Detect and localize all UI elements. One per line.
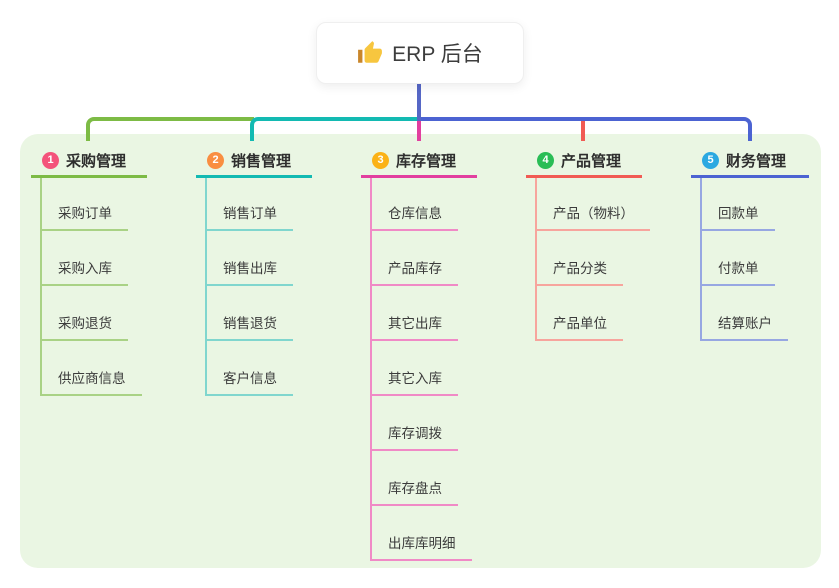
connector-branch-3 xyxy=(417,120,421,141)
branch-number-badge: 2 xyxy=(207,152,224,169)
child-rail xyxy=(40,178,42,395)
connector-root xyxy=(417,83,421,121)
child-rail xyxy=(370,178,372,560)
branch-node-inventory[interactable]: 3 库存管理 xyxy=(361,146,477,178)
branch-label: 产品管理 xyxy=(561,153,622,170)
child-node[interactable]: 产品单位 xyxy=(535,314,623,341)
child-node[interactable]: 其它出库 xyxy=(370,314,458,341)
child-node[interactable]: 采购入库 xyxy=(40,259,128,286)
child-node[interactable]: 库存盘点 xyxy=(370,479,458,506)
child-node[interactable]: 仓库信息 xyxy=(370,204,458,231)
mindmap-panel xyxy=(20,134,821,568)
branch-label: 财务管理 xyxy=(726,153,787,170)
root-node[interactable]: ERP 后台 xyxy=(316,22,524,84)
connector-branch-5 xyxy=(417,117,752,141)
connector-branch-1 xyxy=(86,117,254,141)
child-node[interactable]: 采购订单 xyxy=(40,204,128,231)
child-node[interactable]: 销售退货 xyxy=(205,314,293,341)
child-node[interactable]: 产品（物料） xyxy=(535,204,650,231)
connector-branch-2 xyxy=(250,117,419,141)
child-rail xyxy=(535,178,537,340)
child-rail xyxy=(205,178,207,395)
child-node[interactable]: 产品库存 xyxy=(370,259,458,286)
child-node[interactable]: 付款单 xyxy=(700,259,775,286)
branch-number-badge: 4 xyxy=(537,152,554,169)
child-node[interactable]: 供应商信息 xyxy=(40,369,142,396)
branch-node-product[interactable]: 4 产品管理 xyxy=(526,146,642,178)
child-node[interactable]: 产品分类 xyxy=(535,259,623,286)
child-node[interactable]: 结算账户 xyxy=(700,314,788,341)
child-node[interactable]: 销售出库 xyxy=(205,259,293,286)
child-node[interactable]: 库存调拨 xyxy=(370,424,458,451)
branch-label: 采购管理 xyxy=(66,153,127,170)
branch-number-badge: 5 xyxy=(702,152,719,169)
branch-label: 库存管理 xyxy=(396,153,457,170)
child-node[interactable]: 出库库明细 xyxy=(370,534,472,561)
child-node[interactable]: 采购退货 xyxy=(40,314,128,341)
thumbs-up-icon xyxy=(357,40,383,66)
branch-number-badge: 3 xyxy=(372,152,389,169)
root-node-label: ERP 后台 xyxy=(392,43,483,66)
branch-number-badge: 1 xyxy=(42,152,59,169)
child-rail xyxy=(700,178,702,340)
child-node[interactable]: 销售订单 xyxy=(205,204,293,231)
child-node[interactable]: 回款单 xyxy=(700,204,775,231)
child-node[interactable]: 其它入库 xyxy=(370,369,458,396)
branch-node-purchase[interactable]: 1 采购管理 xyxy=(31,146,147,178)
connector-branch-4 xyxy=(581,121,585,141)
branch-node-sales[interactable]: 2 销售管理 xyxy=(196,146,312,178)
branch-node-finance[interactable]: 5 财务管理 xyxy=(691,146,809,178)
branch-label: 销售管理 xyxy=(231,153,292,170)
child-node[interactable]: 客户信息 xyxy=(205,369,293,396)
